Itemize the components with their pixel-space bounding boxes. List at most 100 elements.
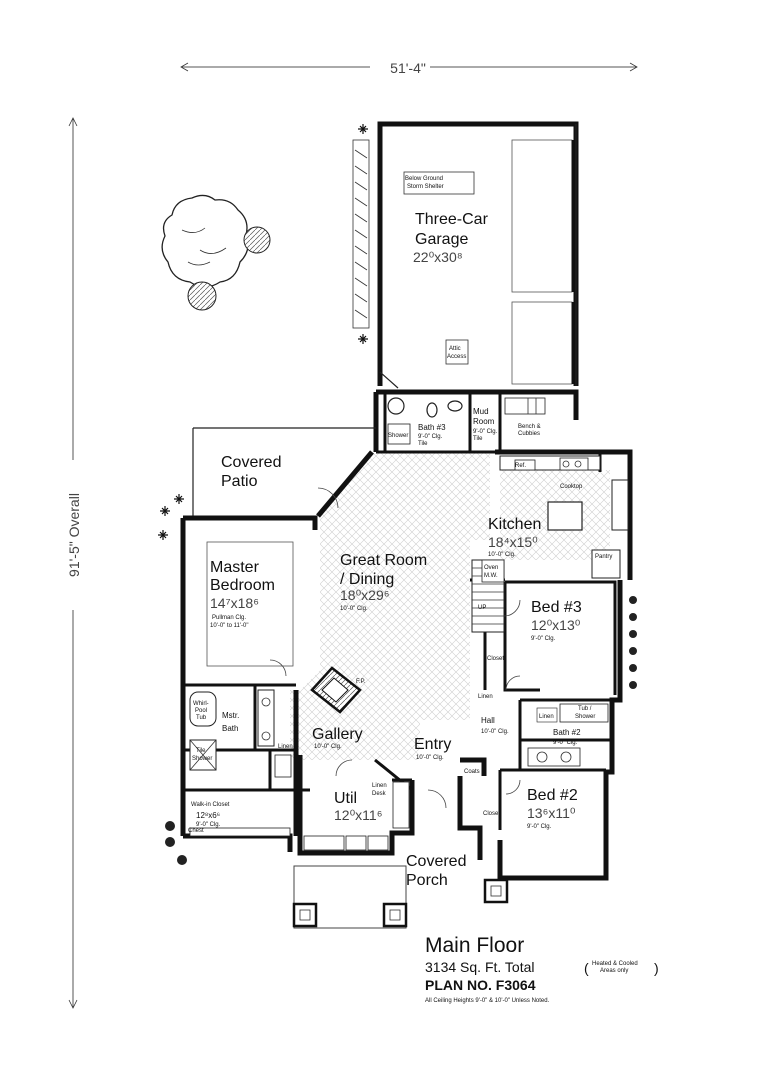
bath2-tub-label-line2: Shower (575, 714, 595, 720)
hall-ceiling: 10'-0" Clg. (481, 729, 509, 735)
bed2-closet-label: Closet (483, 811, 500, 817)
height-dimension-text: 91'-5" Overall (66, 493, 82, 577)
tile-shower-label: Tile (196, 748, 206, 754)
bath3-name: Bath #3 (418, 423, 446, 432)
bath2-fixtures (527, 703, 609, 767)
util-name: Util (334, 790, 357, 807)
bed2-name: Bed #2 (527, 787, 578, 804)
pantry-label: Pantry (595, 554, 612, 560)
exterior-walls (180, 389, 633, 881)
heated-area-note-line2: Areas only (600, 968, 628, 974)
storm-shelter-label: Below Ground (405, 176, 443, 182)
gallery-floor (290, 690, 420, 760)
chest-label: Chest (188, 828, 204, 834)
kitchen-name: Kitchen (488, 516, 541, 533)
util-size: 12⁰x11⁶ (334, 807, 382, 823)
master-linen-label: Linen (278, 744, 293, 750)
kitchen-size: 18⁴x15⁰ (488, 534, 538, 550)
whirlpool-tub-label-line2: Pool (195, 708, 207, 714)
door-swings (269, 487, 521, 809)
svg-text:UP: UP (478, 605, 486, 611)
porch-name: Covered (406, 853, 466, 870)
hall-linen-label: Linen (478, 694, 493, 700)
walk-in-closet-size: 12⁸x6⁶ (196, 811, 220, 820)
bed2-ceiling: 9'-0" Clg. (527, 824, 552, 830)
mud-room-name-line2: Room (473, 417, 495, 426)
master-bath-name: Mstr. (222, 711, 239, 720)
bed3-ceiling: 9'-0" Clg. (531, 636, 556, 642)
bath3-fixtures (387, 397, 546, 445)
great-room-ceiling: 10'-0" Clg. (340, 606, 368, 612)
great-room-size: 18⁰x29⁶ (340, 587, 390, 603)
porch-structure (292, 865, 509, 929)
mud-room-ceiling: 9'-0" Clg. (473, 429, 498, 435)
plan-number: PLAN NO. F3064 (425, 977, 536, 993)
mud-room-name: Mud (473, 407, 489, 416)
kitchen-counters (481, 455, 629, 583)
master-ceiling-outline (206, 541, 294, 667)
whirlpool-tub-label-line3: Tub (196, 715, 207, 721)
bath3-ceiling: 9'-0" Clg. (418, 434, 443, 440)
desk-label: Desk (372, 791, 387, 797)
garden-hedge (352, 139, 370, 329)
garage-name-line2: Garage (415, 231, 468, 248)
master-bedroom-name-line2: Bedroom (210, 577, 275, 594)
master-bath-name-line2: Bath (222, 724, 238, 733)
bath3-shower-label: Shower (388, 433, 408, 439)
patio-name-line2: Patio (221, 473, 258, 490)
great-room-name: Great Room (340, 552, 427, 569)
garage-size: 22⁰x30⁸ (413, 249, 463, 265)
hall-name: Hall (481, 716, 495, 725)
porch-name-line2: Porch (406, 872, 448, 889)
kitchen-ceiling: 10'-0" Clg. (488, 552, 516, 558)
tree-symbol (161, 194, 271, 311)
ceiling-height-note: All Ceiling Heights 9'-0" & 10'-0" Unles… (425, 998, 550, 1004)
note-open-paren: ( (584, 960, 589, 976)
shrub-symbols (165, 596, 637, 865)
cooktop-label: Cooktop (560, 484, 583, 490)
entry-ceiling: 10'-0" Clg. (416, 755, 444, 761)
util-linen-label: Linen (372, 783, 387, 789)
bench-label-line2: Cubbies (518, 431, 540, 437)
plan-title: Main Floor (425, 934, 524, 957)
height-dimension-line: 91'-5" Overall (66, 117, 82, 1009)
note-close-paren: ) (654, 960, 659, 976)
garage-walls (377, 121, 579, 389)
bath2-linen-label: Linen (539, 714, 554, 720)
garage-name: Three-Car (415, 211, 489, 228)
bed2-size: 13⁶x11⁰ (527, 805, 576, 821)
bath2-tub-label: Tub / (578, 706, 592, 712)
fireplace-label: F.P. (356, 679, 366, 685)
master-bath-fixtures (189, 689, 292, 837)
master-ceiling-height: 10'-0" to 11'-0" (210, 623, 248, 629)
walk-in-closet-label: Walk-in Closet (191, 802, 230, 808)
bath3-note: Tile (418, 441, 428, 447)
great-room-name-line2: / Dining (340, 571, 394, 588)
master-bedroom-name: Master (210, 559, 260, 576)
utility-fixtures (303, 781, 410, 851)
entry-name: Entry (414, 736, 451, 753)
width-dimension-text: 51'-4" (390, 60, 426, 76)
heated-area-note: Heated & Cooled (592, 961, 638, 967)
square-footage: 3134 Sq. Ft. Total (425, 959, 534, 975)
patio-name: Covered (221, 454, 281, 471)
mud-room-note: Tile (473, 436, 483, 442)
gallery-name: Gallery (312, 726, 363, 743)
refrigerator-label: Ref. (515, 463, 526, 469)
bed3-closet-label: Closet (487, 656, 504, 662)
walk-in-closet-ceiling: 9'-0" Clg. (196, 822, 221, 828)
oven-label: Oven (484, 565, 498, 571)
attic-access-label-line2: Access (447, 354, 466, 360)
plant-symbols (158, 124, 368, 540)
bench-label: Bench & (518, 424, 541, 430)
bath2-ceiling: 9'-0" Clg. (553, 740, 578, 746)
coats-label: Coats (464, 769, 480, 775)
microwave-label: M.W. (484, 573, 498, 579)
master-ceiling-type: Pullman Clg. (212, 615, 246, 621)
gallery-ceiling: 10'-0" Clg. (314, 744, 342, 750)
storm-shelter-label-line2: Storm Shelter (407, 184, 444, 190)
bed3-name: Bed #3 (531, 599, 582, 616)
tile-shower-label-line2: Shower (192, 756, 212, 762)
master-bedroom-size: 14⁷x18⁶ (210, 595, 259, 611)
